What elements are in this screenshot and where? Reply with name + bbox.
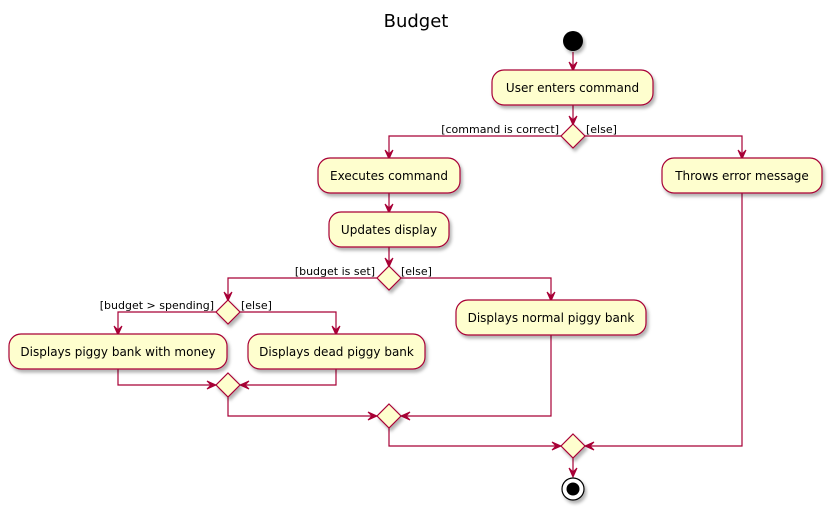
edge-decision-command-to-executes (388, 135, 561, 158)
arrowhead-decision-command (568, 115, 578, 127)
start-node (563, 31, 583, 51)
guard-budget-gt-spending: [budget > spending] (100, 299, 214, 312)
edge-decision-budget-to-decision-spending (227, 277, 377, 300)
action-updates-display: Updates display (328, 211, 450, 248)
arrowhead-merge-spending-right (238, 380, 250, 390)
arrowheads (113, 61, 747, 479)
arrowhead-merge-spending-left (206, 380, 218, 390)
arrowhead-merge-command-right (583, 441, 595, 451)
edge-piggy-money-to-merge-spending (117, 369, 216, 386)
action-executes-command: Executes command (317, 157, 461, 194)
guard-spending-else: [else] (241, 299, 272, 312)
edge-normal-piggy-to-merge-budget (401, 335, 552, 417)
action-displays-piggy-bank-with-money: Displays piggy bank with money (8, 333, 228, 370)
action-throws-error-message: Throws error message (661, 157, 823, 194)
arrowhead-merge-budget-right (399, 411, 411, 421)
action-displays-dead-piggy-bank: Displays dead piggy bank (247, 333, 426, 370)
guard-budget-else: [else] (401, 265, 432, 278)
arrowhead-end (568, 467, 578, 479)
action-label: Displays normal piggy bank (468, 311, 635, 325)
edge-decision-command-to-throws-error (585, 135, 743, 158)
action-user-enters-command: User enters command (491, 69, 654, 106)
guard-budget-is-set: [budget is set] (295, 265, 375, 278)
merge-budget-vs-spending (215, 372, 241, 398)
merge-command-correct (560, 433, 586, 459)
edges (117, 52, 743, 476)
edge-dead-piggy-to-merge-spending (240, 369, 337, 386)
edge-throws-error-to-merge-command (585, 193, 743, 447)
arrowhead-updates (384, 203, 394, 215)
end-node (561, 477, 585, 501)
action-label: User enters command (506, 81, 639, 95)
decision-budget-vs-spending (215, 299, 241, 325)
arrowhead-dead-piggy (331, 325, 341, 337)
action-label: Executes command (330, 169, 448, 183)
arrowhead-user-enters (568, 61, 578, 73)
edge-decision-budget-to-normal-piggy (401, 277, 552, 300)
arrowhead-merge-command-left (551, 441, 563, 451)
decision-budget-set (376, 265, 402, 291)
arrowhead-executes (384, 149, 394, 161)
arrowhead-decision-spending (223, 291, 233, 303)
action-label: Updates display (341, 223, 437, 237)
edge-merge-budget-to-merge-command (388, 428, 561, 447)
arrowhead-decision-budget (384, 257, 394, 269)
action-label: Displays dead piggy bank (259, 345, 414, 359)
arrowhead-normal-piggy (546, 291, 556, 303)
edge-decision-spending-to-piggy-money (117, 311, 216, 334)
edge-merge-spending-to-merge-budget (227, 397, 377, 417)
action-label: Displays piggy bank with money (20, 345, 215, 359)
guard-command-else: [else] (586, 123, 617, 136)
action-displays-normal-piggy-bank: Displays normal piggy bank (455, 299, 647, 336)
edge-decision-spending-to-dead-piggy (240, 311, 337, 334)
arrowhead-piggy-money (113, 325, 123, 337)
diagram-title: Budget (384, 11, 449, 32)
arrowhead-merge-budget-left (367, 411, 379, 421)
arrowhead-throws-error (737, 149, 747, 161)
action-label: Throws error message (674, 169, 809, 183)
guard-command-is-correct: [command is correct] (441, 123, 559, 136)
merge-budget-set (376, 403, 402, 429)
decision-command-correct (560, 123, 586, 149)
